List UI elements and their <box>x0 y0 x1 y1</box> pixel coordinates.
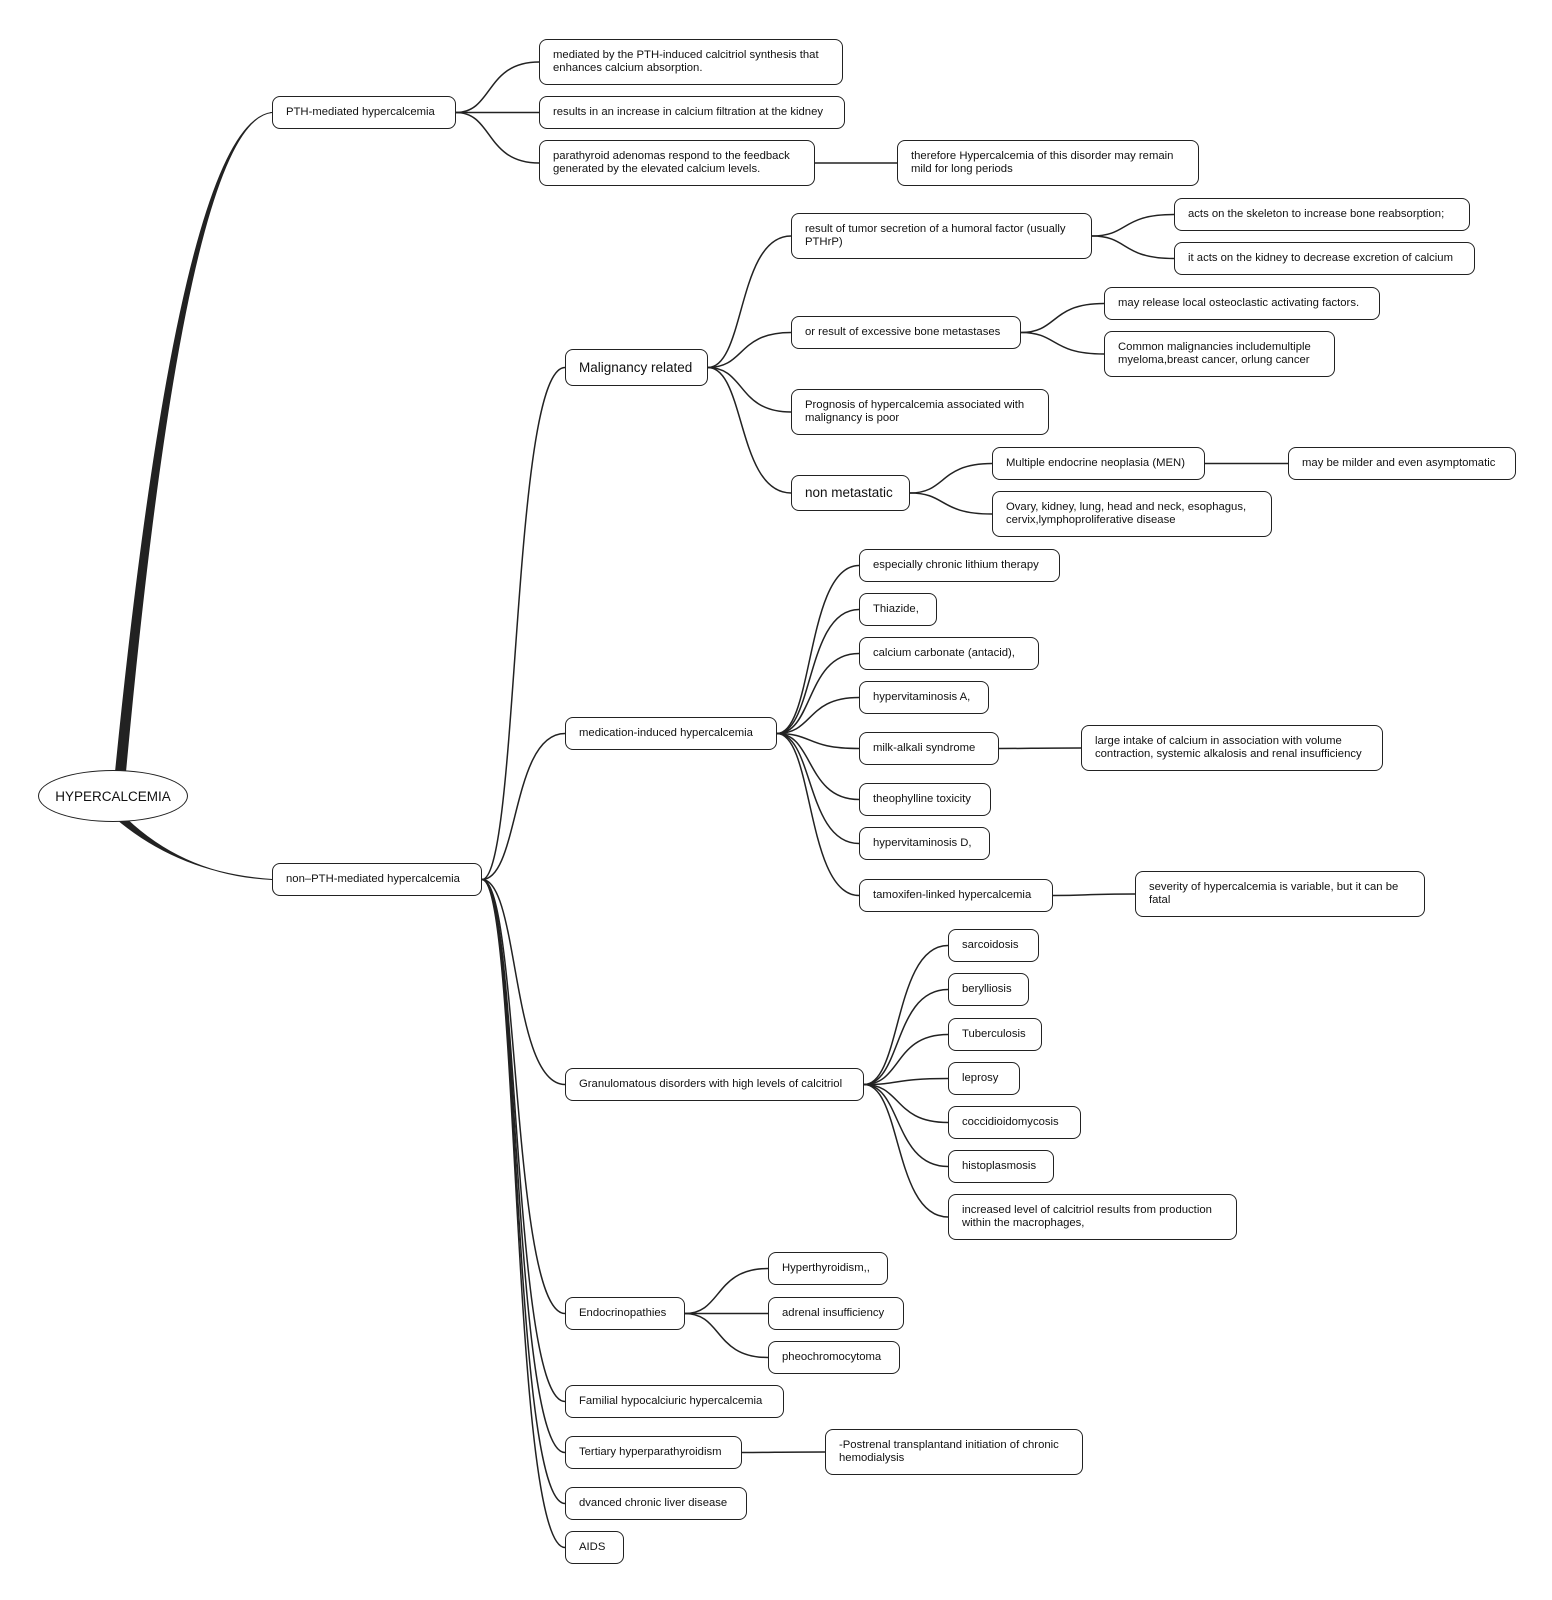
adrenal-insufficiency-node[interactable]: adrenal insufficiency <box>768 1297 904 1330</box>
edge-medication-to-tamoxifen <box>776 732 860 897</box>
coccidioidomycosis-node[interactable]: coccidioidomycosis <box>948 1106 1081 1139</box>
edge-non-metastatic-to-men <box>909 462 993 494</box>
tertiary-detail-node[interactable]: -Postrenal transplantand initiation of c… <box>825 1429 1083 1475</box>
leprosy-node[interactable]: leprosy <box>948 1062 1020 1095</box>
edge-non-pth-to-aids <box>481 878 566 1549</box>
vitamin-a-node[interactable]: hypervitaminosis A, <box>859 681 989 714</box>
lithium-node[interactable]: especially chronic lithium therapy <box>859 549 1060 582</box>
edge-metastases-to-osteoclastic <box>1020 302 1105 334</box>
edge-metastases-to-common-malignancies <box>1020 331 1105 355</box>
non-metastatic-node[interactable]: non metastatic <box>791 475 910 511</box>
milk-alkali-node[interactable]: milk-alkali syndrome <box>859 732 999 765</box>
men-node[interactable]: Multiple endocrine neoplasia (MEN) <box>992 447 1205 480</box>
edge-humoral-to-skeleton <box>1091 213 1175 237</box>
metastases-node[interactable]: or result of excessive bone metastases <box>791 316 1021 349</box>
edge-granulomatous-to-tuberculosis <box>863 1033 949 1086</box>
edge-medication-to-vitamin-d <box>776 732 860 845</box>
pth-mediated-node[interactable]: mediated by the PTH-induced calcitriol s… <box>539 39 843 85</box>
edge-medication-to-lithium <box>776 564 860 735</box>
edge-non-metastatic-to-ovary <box>909 492 993 515</box>
edge-pth-to-pth-adenomas <box>455 111 540 164</box>
carbonate-node[interactable]: calcium carbonate (antacid), <box>859 637 1039 670</box>
non-pth-node[interactable]: non–PTH-mediated hypercalcemia <box>272 863 482 896</box>
edge-root-pth <box>114 112 273 773</box>
root-node[interactable]: HYPERCALCEMIA <box>38 770 188 822</box>
edge-tertiary-to-tertiary-detail <box>741 1451 826 1454</box>
endocrinopathies-node[interactable]: Endocrinopathies <box>565 1297 685 1330</box>
edge-endocrinopathies-to-pheochromocytoma <box>684 1312 769 1359</box>
histoplasmosis-node[interactable]: histoplasmosis <box>948 1150 1054 1183</box>
edge-medication-to-theophylline <box>776 732 860 801</box>
berylliosis-node[interactable]: berylliosis <box>948 973 1029 1006</box>
familial-node[interactable]: Familial hypocalciuric hypercalcemia <box>565 1385 784 1418</box>
edge-humoral-to-kidney <box>1091 235 1175 260</box>
macrophages-node[interactable]: increased level of calcitriol results fr… <box>948 1194 1237 1240</box>
prognosis-node[interactable]: Prognosis of hypercalcemia associated wi… <box>791 389 1049 435</box>
kidney-node[interactable]: it acts on the kidney to decrease excret… <box>1174 242 1475 275</box>
theophylline-node[interactable]: theophylline toxicity <box>859 783 991 816</box>
tamoxifen-node[interactable]: tamoxifen-linked hypercalcemia <box>859 879 1053 912</box>
pth-adenomas-node[interactable]: parathyroid adenomas respond to the feed… <box>539 140 815 186</box>
hyperthyroidism-node[interactable]: Hyperthyroidism,, <box>768 1252 888 1285</box>
osteoclastic-node[interactable]: may release local osteoclastic activatin… <box>1104 287 1380 320</box>
pheochromocytoma-node[interactable]: pheochromocytoma <box>768 1341 900 1374</box>
humoral-node[interactable]: result of tumor secretion of a humoral f… <box>791 213 1092 259</box>
edge-malignancy-to-humoral <box>707 235 792 369</box>
ovary-node[interactable]: Ovary, kidney, lung, head and neck, esop… <box>992 491 1272 537</box>
common-malignancies-node[interactable]: Common malignancies includemultiple myel… <box>1104 331 1335 377</box>
granulomatous-node[interactable]: Granulomatous disorders with high levels… <box>565 1068 864 1101</box>
edge-granulomatous-to-berylliosis <box>863 988 949 1086</box>
edge-non-pth-to-granulomatous <box>481 878 566 1086</box>
edge-endocrinopathies-to-hyperthyroidism <box>684 1267 769 1315</box>
edge-root-non-pth <box>114 817 273 880</box>
pth-filtration-node[interactable]: results in an increase in calcium filtra… <box>539 96 845 129</box>
pth-mild-node[interactable]: therefore Hypercalcemia of this disorder… <box>897 140 1199 186</box>
edge-medication-to-vitamin-a <box>776 696 860 735</box>
edge-medication-to-thiazide <box>776 608 860 735</box>
edge-milk-alkali-to-milk-alkali-detail <box>998 747 1082 750</box>
thiazide-node[interactable]: Thiazide, <box>859 593 937 626</box>
tertiary-node[interactable]: Tertiary hyperparathyroidism <box>565 1436 742 1469</box>
vitamin-d-node[interactable]: hypervitaminosis D, <box>859 827 990 860</box>
milk-alkali-detail-node[interactable]: large intake of calcium in association w… <box>1081 725 1383 771</box>
sarcoidosis-node[interactable]: sarcoidosis <box>948 929 1039 962</box>
pth-node[interactable]: PTH-mediated hypercalcemia <box>272 96 456 129</box>
edge-non-pth-to-endocrinopathies <box>481 878 566 1315</box>
malignancy-node[interactable]: Malignancy related <box>565 349 708 386</box>
edge-non-pth-to-medication <box>481 732 566 881</box>
edge-malignancy-to-non-metastatic <box>707 366 792 494</box>
edge-pth-to-pth-mediated <box>455 61 540 114</box>
root-label: HYPERCALCEMIA <box>55 788 171 804</box>
liver-disease-node[interactable]: dvanced chronic liver disease <box>565 1487 747 1520</box>
edge-malignancy-to-prognosis <box>707 366 792 413</box>
edge-granulomatous-to-coccidioidomycosis <box>863 1083 949 1124</box>
skeleton-node[interactable]: acts on the skeleton to increase bone re… <box>1174 198 1470 231</box>
edge-non-pth-to-malignancy <box>481 366 566 881</box>
edge-granulomatous-to-sarcoidosis <box>863 944 949 1086</box>
edge-granulomatous-to-leprosy <box>863 1077 949 1086</box>
edge-malignancy-to-metastases <box>707 331 792 369</box>
edge-granulomatous-to-macrophages <box>863 1083 949 1218</box>
edge-non-pth-to-liver-disease <box>481 878 566 1505</box>
medication-node[interactable]: medication-induced hypercalcemia <box>565 717 777 750</box>
edge-medication-to-carbonate <box>776 652 860 735</box>
edge-medication-to-milk-alkali <box>776 732 860 750</box>
tuberculosis-node[interactable]: Tuberculosis <box>948 1018 1042 1051</box>
edge-tamoxifen-to-tamoxifen-detail <box>1052 893 1136 897</box>
aids-node[interactable]: AIDS <box>565 1531 624 1564</box>
milder-node[interactable]: may be milder and even asymptomatic <box>1288 447 1516 480</box>
tamoxifen-detail-node[interactable]: severity of hypercalcemia is variable, b… <box>1135 871 1425 917</box>
edge-granulomatous-to-histoplasmosis <box>863 1083 949 1168</box>
